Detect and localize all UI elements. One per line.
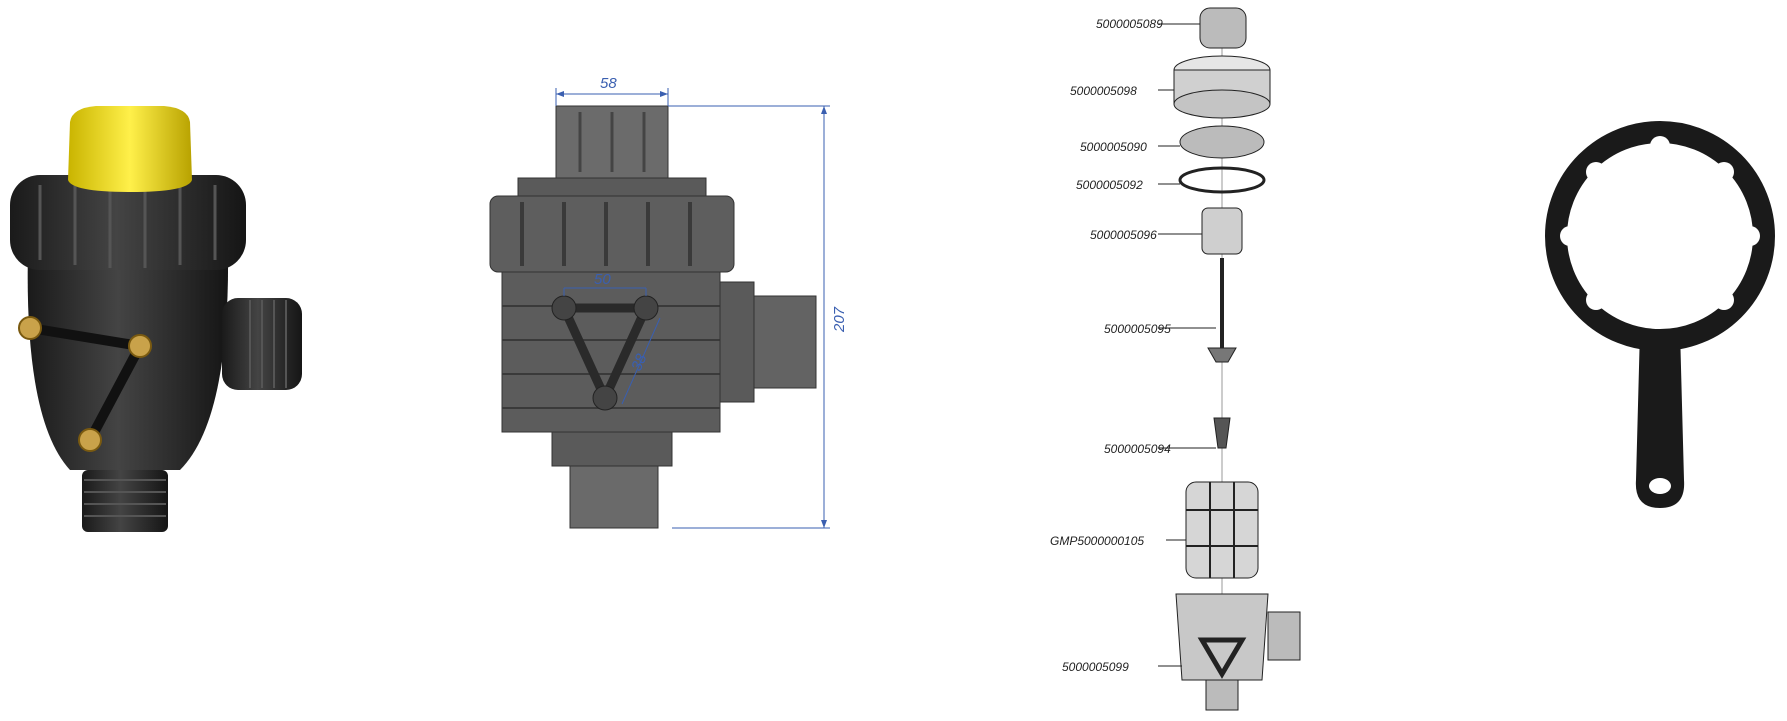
dim-bolt-spacing-h: 50 [594, 271, 611, 288]
part-label-cap: 5000005089 [1096, 17, 1163, 31]
ring-nut [10, 175, 246, 270]
part-filter-body [1175, 593, 1269, 681]
dim-width-top: 58 [600, 75, 617, 92]
part-label-spring: 5000005094 [1104, 442, 1171, 456]
part-label-ring-nut: 5000005098 [1070, 84, 1137, 98]
part-o-ring [1178, 166, 1266, 194]
brass-fitting-1 [18, 316, 42, 340]
wrench-handle [1635, 330, 1685, 508]
yellow-cap [68, 106, 192, 192]
part-label-filter-cartridge: GMP5000000105 [1050, 534, 1144, 548]
part-label-cover: 5000005090 [1080, 140, 1147, 154]
part-valve-seat [1201, 207, 1243, 255]
part-cap [1199, 7, 1247, 49]
brass-fitting-2 [128, 334, 152, 358]
filter-wrench [1540, 0, 1787, 721]
dim-bolt-spacing-diag: 38 [628, 351, 651, 374]
part-label-valve-stem: 5000005095 [1104, 322, 1171, 336]
dimension-drawing: 58 50 38 207 [460, 0, 880, 721]
part-label-o-ring: 5000005092 [1076, 178, 1143, 192]
exploded-view: 5000005089 5000005098 5000005090 5000005… [1040, 0, 1340, 721]
part-filter-cartridge [1185, 481, 1259, 579]
part-cover [1179, 125, 1265, 159]
brass-fitting-3 [78, 428, 102, 452]
part-spring [1213, 417, 1231, 449]
dim-height-total: 207 [831, 306, 848, 333]
part-label-filter-body: 5000005099 [1062, 660, 1129, 674]
filter-photo [0, 0, 360, 721]
part-label-valve-seat: 5000005096 [1090, 228, 1157, 242]
